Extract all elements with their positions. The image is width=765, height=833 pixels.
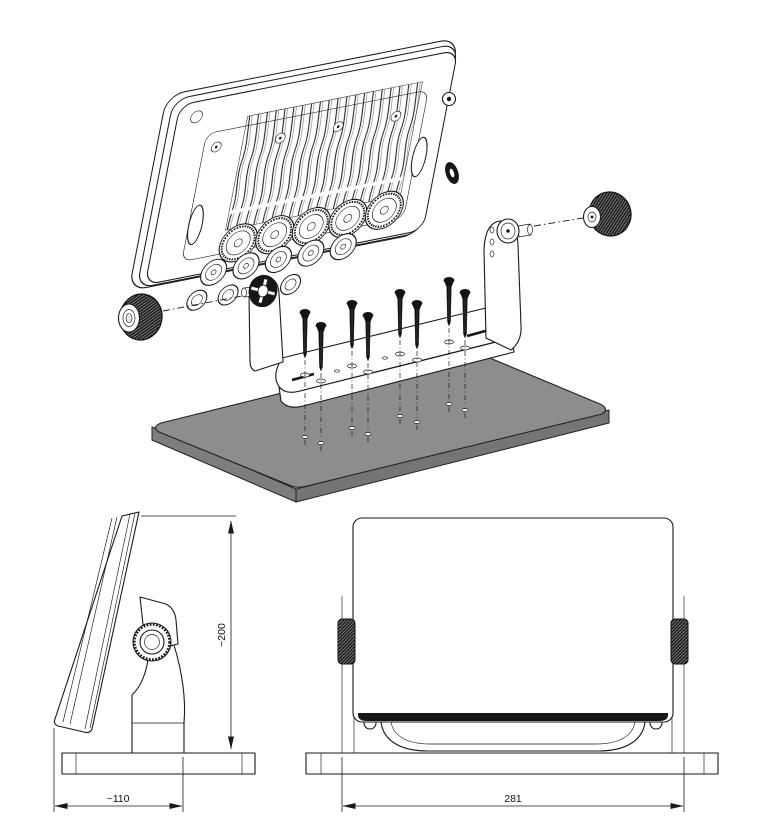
height-dimension-label: ~200 [216,623,228,647]
display-side-line [89,512,136,729]
display-front-face [352,517,674,723]
front-view: 281 [305,517,719,812]
side-stand-column [131,644,186,754]
display-side-line [69,516,118,725]
board-pilot-holes [301,402,469,445]
side-base-plate [61,752,256,775]
bracket-base-outer-curve [380,721,646,752]
centerline-left-knob [162,295,243,312]
display-bottom-band [358,713,668,721]
side-latch-right [410,136,428,178]
securing-knob-left [117,293,163,341]
mounting-screw [299,308,311,359]
side-pivot-knob [132,622,172,662]
arm-adjustment-holes [489,226,495,258]
bracket-base-inner-curve [390,721,636,745]
connector-row-medium [200,233,357,286]
mounting-surface-board [151,348,610,503]
display-rear-housing [131,40,457,311]
display-side-profile [53,511,140,734]
pivot-disc-left [248,274,278,308]
back-panel-screws [210,110,402,153]
bezel-corner-screw-icon [190,110,203,124]
depth-dimension-label: ~110 [107,793,130,805]
dimension-width: 281 [341,757,685,812]
knob-bore [125,313,133,323]
width-dimension-label: 281 [504,793,522,805]
pivot-stub-left-cap [241,287,247,298]
knob-hub-dot [590,215,594,219]
display-side-line [62,517,113,723]
side-view: ~200 ~110 [53,511,256,812]
screw-alignment-leaders [304,328,466,453]
display-side-line [84,513,131,730]
display-pivot-boss-right [445,162,459,184]
display-corner-hinge-dot [446,96,452,102]
pivot-disc-right-dot [506,229,510,233]
securing-knob-right [582,191,632,237]
side-latch-left [187,204,204,246]
pivot-stub-right-cap [527,224,533,235]
front-base-plate [305,752,719,775]
front-knob-right [670,618,689,665]
exploded-view [117,40,632,503]
dimension-height: ~200 [141,515,236,750]
dimension-depth: ~110 [53,728,184,812]
bracket-yoke [241,218,533,408]
centerline-right-knob [533,217,584,227]
bracket-base-front-face [278,337,515,408]
front-knob-left [337,618,356,665]
